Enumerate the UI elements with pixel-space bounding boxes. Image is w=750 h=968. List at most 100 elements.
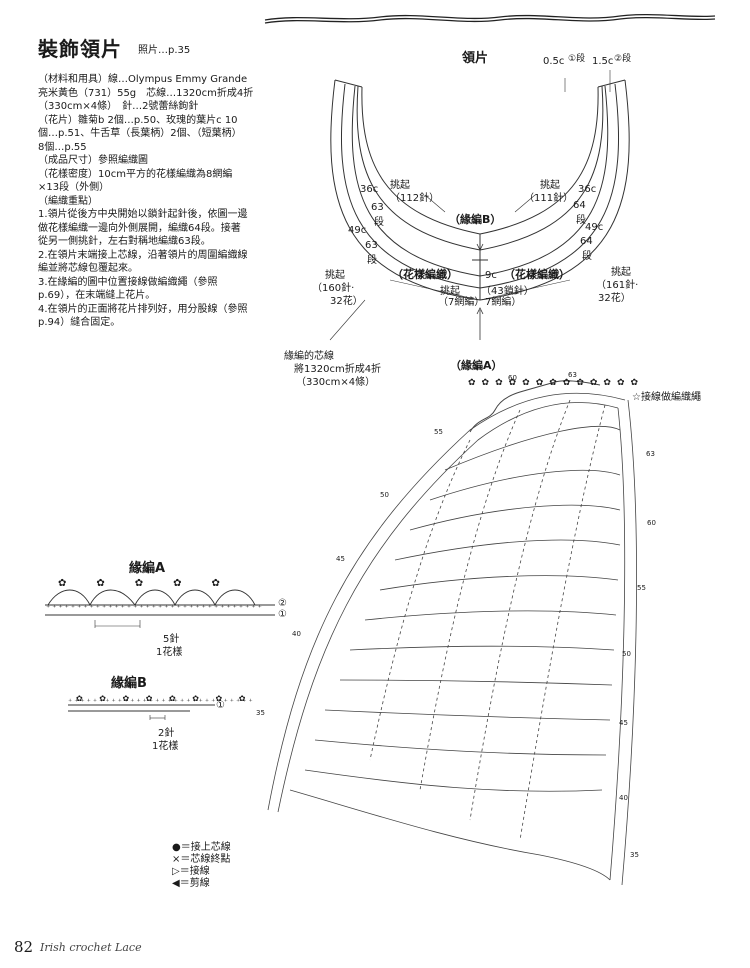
edge-a-label: （緣編A） bbox=[450, 359, 503, 372]
edging-a-repeat-pattern: 1花樣 bbox=[156, 647, 183, 658]
chart-row-number: 45 bbox=[619, 719, 628, 727]
pattern-left-label: （花樣編織） bbox=[392, 268, 458, 281]
top-right-width: 1.5c bbox=[592, 56, 614, 67]
chart-row-number: 60 bbox=[647, 519, 656, 527]
chart-row-number: 55 bbox=[637, 584, 646, 592]
center-pickup-1: 挑起 bbox=[440, 286, 460, 297]
cord-attach-note: ☆接線做編織繩 bbox=[632, 392, 701, 403]
pickup-inner-right-2: （111針） bbox=[524, 193, 574, 204]
edging-a-flowers: ✿✿✿✿✿ bbox=[58, 578, 250, 589]
instruction-line: 個…p.51、牛舌草（長葉柄）2個、（短葉柄） bbox=[38, 128, 242, 139]
left-63b-rows-unit: 段 bbox=[367, 255, 377, 266]
top-left-rows: ①段 bbox=[568, 54, 586, 64]
pickup-inner-left-1: 挑起 bbox=[390, 180, 410, 191]
chart-row-number: 55 bbox=[434, 428, 443, 436]
instruction-line: 編並將芯線包覆起來。 bbox=[38, 263, 138, 274]
instruction-line: 從另一側挑針，左右對稱地編織63段。 bbox=[38, 236, 211, 247]
center-7-mesh-left: （7網編） bbox=[438, 297, 485, 308]
core-thread-label-2: 將1320cm折成4折 bbox=[294, 364, 382, 375]
instructions-block: （材料和用具）線…Olympus Emmy Grande 亮米黃色（731）55… bbox=[38, 73, 270, 330]
edge-b-label: （緣編B） bbox=[449, 213, 502, 226]
edging-a-title: 緣編A bbox=[129, 561, 166, 576]
edging-b-repeat-pattern: 1花樣 bbox=[152, 741, 179, 752]
chart-row-number: 63 bbox=[646, 450, 655, 458]
edging-b-row1: ① bbox=[216, 700, 225, 711]
legend-item: ▷＝接線 bbox=[172, 866, 210, 877]
book-title: Irish crochet Lace bbox=[40, 941, 142, 954]
left-36c: 36c bbox=[360, 184, 379, 195]
pickup-inner-left-2: （112針） bbox=[390, 193, 440, 204]
page-number: 82 bbox=[14, 938, 34, 956]
pattern-right-label: （花樣編織） bbox=[504, 268, 570, 281]
chart-row-number: 63 bbox=[568, 371, 577, 379]
instruction-line: （成品尺寸）參照編織圖 bbox=[38, 155, 148, 166]
edging-a-diagram bbox=[45, 589, 275, 628]
right-64-rows-unit: 段 bbox=[576, 215, 586, 226]
right-64-rows-num: 64 bbox=[573, 200, 586, 211]
instruction-line: 4.在領片的正面將花片排列好，用分股線（參照 bbox=[38, 303, 248, 315]
left-63-rows-num: 63 bbox=[371, 202, 384, 213]
legend-item: ◀＝剪線 bbox=[172, 878, 210, 889]
instruction-line: 3.在緣編的圖中位置接線做編織繩（參照 bbox=[38, 276, 218, 288]
core-thread-label-1: 緣編的芯線 bbox=[284, 351, 334, 362]
instruction-line: 1.領片從後方中央開始以鎖針起針後，依圖一邊 bbox=[38, 209, 248, 220]
edging-b-stitches: ⁺⁺⁺⁺⁺⁺⁺⁺⁺⁺⁺⁺⁺⁺⁺⁺⁺⁺⁺⁺⁺⁺⁺⁺⁺⁺⁺⁺⁺⁺ bbox=[68, 697, 255, 706]
chart-row-number: 45 bbox=[336, 555, 345, 563]
instruction-line: 做花樣編織一邊向外側展開，編織64段。接著 bbox=[38, 222, 241, 234]
collar-schematic bbox=[329, 70, 630, 341]
collar-heading: 領片 bbox=[462, 51, 489, 66]
edging-b-repeat-stitches: 2針 bbox=[158, 728, 175, 739]
edging-b-flowers: ✿ ✿ ✿ ✿ ✿ ✿ ✿ ✿ bbox=[76, 694, 253, 703]
pickup-outer-right-1: 挑起 bbox=[611, 267, 631, 278]
instruction-line: p.69），在末端縫上花片。 bbox=[38, 290, 156, 301]
center-9c: 9c bbox=[485, 270, 497, 281]
left-63b-rows-num: 63 bbox=[365, 240, 378, 251]
right-64b-rows-unit: 段 bbox=[582, 251, 592, 262]
right-49c: 49c bbox=[585, 222, 604, 233]
instruction-line: （花片）雛菊b 2個…p.50、玫瑰的葉片c 10 bbox=[38, 114, 238, 126]
top-left-width: 0.5c bbox=[543, 56, 565, 67]
instruction-line: 亮米黃色（731）55g 芯線…1320cm折成4折 bbox=[38, 87, 254, 99]
pickup-outer-left-3: 32花） bbox=[330, 296, 363, 307]
core-thread-label-3: （330cm×4條） bbox=[296, 377, 376, 388]
pickup-outer-left-2: （160針· bbox=[312, 283, 355, 294]
chart-row-number: 50 bbox=[380, 491, 389, 499]
instruction-line: （花樣密度）10cm平方的花樣編織為8網編 bbox=[38, 168, 233, 180]
edging-a-row2: ② bbox=[278, 598, 287, 609]
top-chain-border bbox=[264, 13, 716, 24]
instruction-line: （材料和用具）線…Olympus Emmy Grande bbox=[38, 74, 248, 85]
instruction-line: 8個…p.55 bbox=[38, 141, 87, 153]
center-43-chains: （43鎖針） bbox=[481, 286, 534, 297]
edging-a-row1: ① bbox=[278, 609, 287, 620]
right-64b-rows-num: 64 bbox=[580, 236, 593, 247]
pickup-outer-left-1: 挑起 bbox=[325, 270, 345, 281]
center-pickup-2: 7網編） bbox=[485, 297, 522, 308]
instruction-line: ×13段（外側） bbox=[38, 182, 110, 193]
instruction-line: 2.在領片末端接上芯線，沿著領片的周圍編織線 bbox=[38, 249, 248, 261]
instruction-line: （編織重點） bbox=[38, 195, 98, 207]
edging-b-diagram bbox=[68, 704, 215, 720]
photo-reference: 照片…p.35 bbox=[138, 45, 191, 56]
pickup-inner-right-1: 挑起 bbox=[540, 180, 560, 191]
edging-b-title: 緣編B bbox=[111, 676, 147, 691]
instruction-line: p.94）縫合固定。 bbox=[38, 317, 121, 328]
instruction-line: （330cm×4條） 針…2號蕾絲鉤針 bbox=[38, 101, 199, 112]
pickup-outer-right-2: （161針· bbox=[596, 280, 639, 291]
chart-row-number: 35 bbox=[256, 709, 265, 717]
left-63-rows-unit: 段 bbox=[374, 217, 384, 228]
legend-item: ×＝芯線終點 bbox=[172, 854, 231, 865]
chart-scallop-flowers: ✿✿✿✿✿✿✿✿✿✿✿✿✿ bbox=[468, 378, 645, 388]
edging-a-repeat-stitches: 5針 bbox=[163, 634, 180, 645]
chart-row-number: 60 bbox=[508, 374, 517, 382]
legend-item: ●＝接上芯線 bbox=[172, 842, 231, 853]
page-title: 裝飾領片 bbox=[38, 37, 122, 61]
chart-row-number: 50 bbox=[622, 650, 631, 658]
pickup-outer-right-3: 32花） bbox=[598, 293, 631, 304]
crochet-chart bbox=[267, 380, 637, 886]
chart-row-number: 40 bbox=[292, 630, 301, 638]
left-49c: 49c bbox=[348, 225, 367, 236]
symbol-legend: ●＝接上芯線 ×＝芯線終點 ▷＝接線 ◀＝剪線 bbox=[172, 842, 231, 890]
right-36c: 36c bbox=[578, 184, 597, 195]
chart-row-number: 35 bbox=[630, 851, 639, 859]
